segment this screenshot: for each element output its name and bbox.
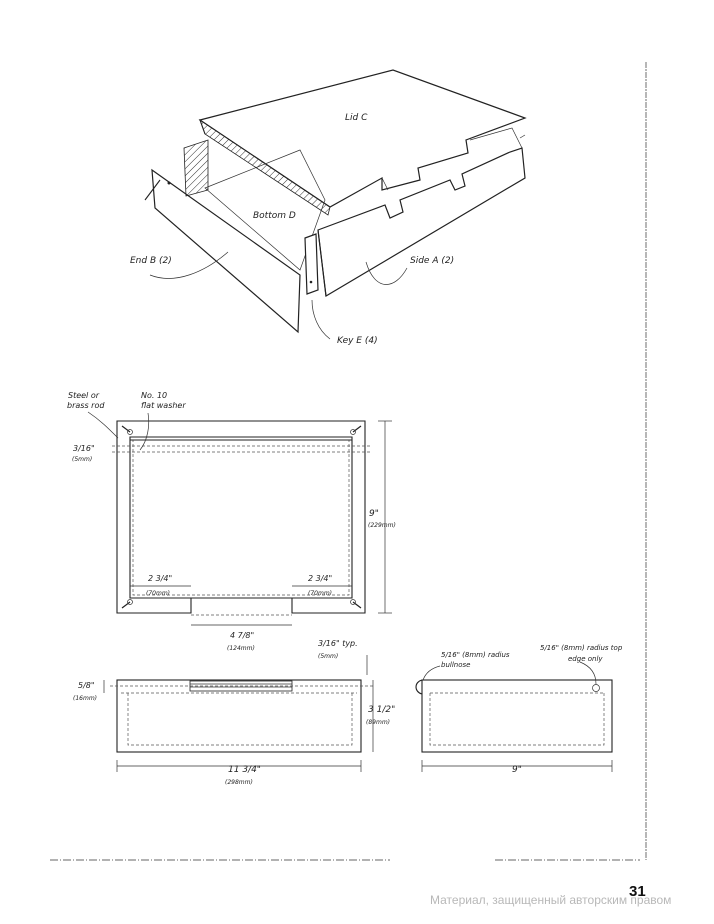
- key-label: Key E (4): [337, 336, 378, 346]
- end-label: End B (2): [130, 256, 172, 266]
- exploded-view: Lid C Bottom D End B (2) Side A (2) Key …: [130, 69, 527, 346]
- watermark: Материал, защищенный авторским правом: [430, 893, 672, 907]
- page-number: 31: [629, 883, 646, 900]
- left-dim-mm: (16mm): [73, 695, 97, 702]
- bottom-d: [204, 149, 326, 271]
- side-view: 3/16" typ. (5mm) 5/8" (16mm) 3 1/2" (89m…: [73, 639, 395, 786]
- lid-label: Lid C: [345, 113, 368, 123]
- left-notch-mm: (70mm): [146, 590, 170, 597]
- rod-label-line2: brass rod: [67, 401, 105, 410]
- opening-dim-mm: (124mm): [227, 645, 255, 652]
- top-edge-label-line1: 5/16" (8mm) radius top: [540, 644, 623, 652]
- right-notch-dim: 2 3/4": [308, 574, 332, 583]
- rod-dim: 3/16": [73, 444, 95, 453]
- height-dim: 3 1/2": [368, 705, 395, 715]
- rod-dim-mm: (5mm): [72, 456, 92, 463]
- bullnose-label-line2: bullnose: [441, 661, 470, 669]
- width-dim: 9": [369, 509, 379, 519]
- width-dim-mm: (229mm): [368, 522, 396, 529]
- length-dim: 11 3/4": [228, 765, 261, 775]
- end-view: 5/16" (8mm) radius bullnose 5/16" (8mm) …: [415, 644, 623, 775]
- end-width-dim: 9": [512, 765, 522, 775]
- side-a-back: [317, 127, 526, 297]
- length-dim-mm: (298mm): [225, 779, 253, 786]
- rod-label-line1: Steel or: [68, 391, 100, 400]
- left-notch-dim: 2 3/4": [148, 574, 172, 583]
- height-dim-mm: (89mm): [366, 719, 390, 726]
- side-label: Side A (2): [410, 256, 454, 266]
- typ-dim-mm: (5mm): [318, 653, 338, 660]
- washer-label-line1: No. 10: [141, 391, 167, 400]
- washer-label-line2: flat washer: [141, 401, 186, 410]
- end-b: [144, 139, 301, 334]
- plan-view: Steel or brass rod No. 10 flat washer 3/…: [67, 391, 396, 652]
- opening-dim: 4 7/8": [230, 631, 254, 640]
- top-edge-label-line2: edge only: [568, 655, 603, 663]
- bullnose-label-line1: 5/16" (8mm) radius: [441, 651, 510, 659]
- key-e: [304, 233, 319, 295]
- left-dim: 5/8": [78, 681, 95, 690]
- lid-c: [198, 69, 527, 216]
- bottom-label: Bottom D: [253, 211, 296, 221]
- typ-dim: 3/16" typ.: [318, 639, 358, 648]
- right-notch-mm: (70mm): [308, 590, 332, 597]
